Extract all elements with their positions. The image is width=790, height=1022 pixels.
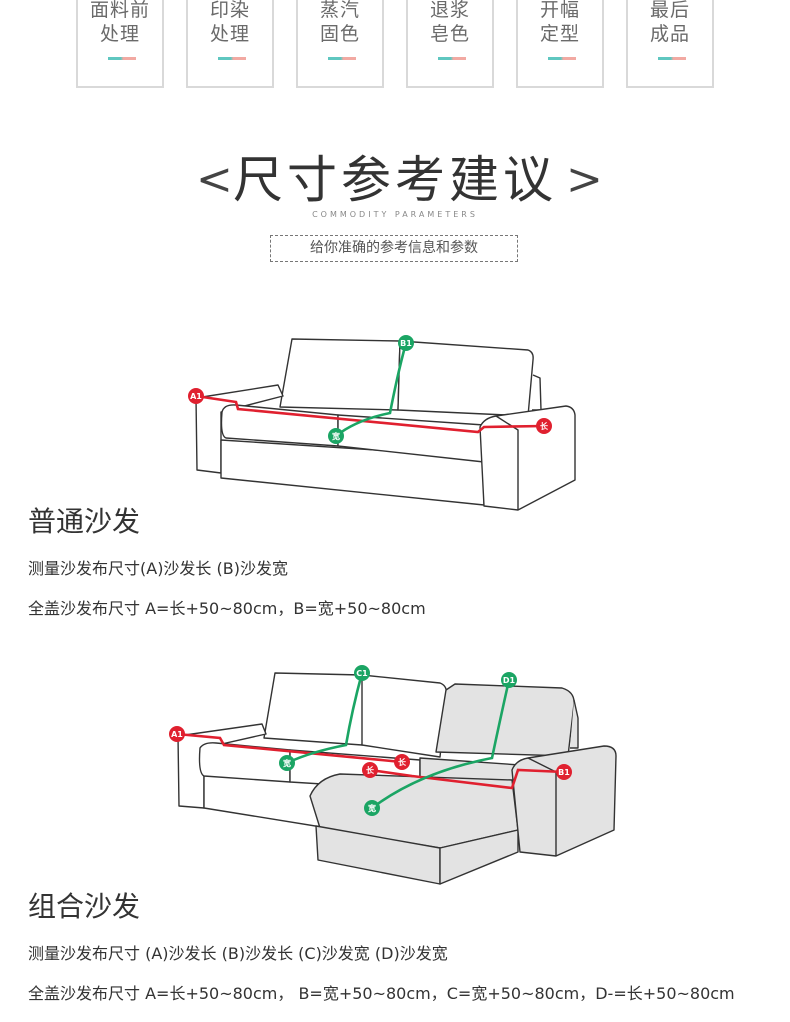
svg-text:宽: 宽 — [367, 803, 376, 813]
marker-length: 长 — [536, 418, 552, 434]
card-divider — [658, 57, 686, 60]
svg-text:A1: A1 — [171, 730, 183, 739]
marker-c1: C1 — [354, 665, 370, 681]
svg-text:A1: A1 — [190, 392, 202, 401]
combo-sofa-title: 组合沙发 — [28, 890, 141, 923]
process-card: 面料前处理 — [76, 0, 164, 88]
marker-d1: D1 — [501, 672, 517, 688]
process-card: 退浆皂色 — [406, 0, 494, 88]
process-card: 开幅定型 — [516, 0, 604, 88]
svg-text:B1: B1 — [558, 768, 570, 777]
svg-text:长: 长 — [540, 421, 549, 431]
normal-sofa-measure: 测量沙发布尺寸(A)沙发长 (B)沙发宽 — [28, 559, 288, 578]
normal-sofa-illustration: A1 B1 长 宽 — [188, 335, 576, 511]
process-steps: 面料前处理 印染处理 蒸汽固色 退浆皂色 开幅定型 最后成品 — [0, 0, 790, 90]
section-heading: < 尺寸参考建议 > COMMODITY PARAMETERS — [0, 148, 790, 219]
section-tagline: 给你准确的参考信息和参数 — [270, 235, 518, 262]
svg-text:宽: 宽 — [282, 758, 291, 768]
marker-length: 长 — [394, 754, 410, 770]
combo-sofa-illustration: A1 B1 C1 D1 长 长 宽 宽 — [169, 665, 617, 885]
marker-a1: A1 — [169, 726, 185, 742]
svg-text:D1: D1 — [503, 676, 516, 685]
card-divider — [218, 57, 246, 60]
process-card-label: 面料前处理 — [89, 0, 150, 45]
marker-length: 长 — [362, 762, 378, 778]
card-divider — [108, 57, 136, 60]
process-card: 最后成品 — [626, 0, 714, 88]
marker-b1: B1 — [398, 335, 414, 351]
process-card-label: 退浆皂色 — [429, 0, 470, 45]
marker-width: 宽 — [364, 800, 380, 816]
section-title: 尺寸参考建议 — [233, 151, 557, 209]
right-bracket-icon: > — [566, 154, 603, 205]
section-subtitle: COMMODITY PARAMETERS — [312, 210, 478, 219]
card-divider — [438, 57, 466, 60]
svg-text:长: 长 — [398, 757, 407, 767]
process-card: 印染处理 — [186, 0, 274, 88]
combo-sofa-formula: 全盖沙发布尺寸 A=长+50~80cm， B=宽+50~80cm，C=宽+50~… — [28, 984, 735, 1003]
svg-text:B1: B1 — [400, 339, 412, 348]
card-divider — [548, 57, 576, 60]
svg-text:宽: 宽 — [331, 431, 340, 441]
normal-sofa-title: 普通沙发 — [28, 505, 141, 538]
process-card-label: 开幅定型 — [539, 0, 580, 45]
process-card: 蒸汽固色 — [296, 0, 384, 88]
process-card-label: 蒸汽固色 — [319, 0, 360, 45]
marker-width: 宽 — [328, 428, 344, 444]
normal-sofa-formula: 全盖沙发布尺寸 A=长+50~80cm，B=宽+50~80cm — [28, 599, 426, 618]
left-bracket-icon: < — [196, 154, 233, 205]
svg-text:长: 长 — [366, 765, 375, 775]
marker-width: 宽 — [279, 755, 295, 771]
marker-b1: B1 — [556, 764, 572, 780]
marker-a1: A1 — [188, 388, 204, 404]
combo-sofa-measure: 测量沙发布尺寸 (A)沙发长 (B)沙发长 (C)沙发宽 (D)沙发宽 — [28, 944, 448, 963]
card-divider — [328, 57, 356, 60]
svg-text:C1: C1 — [356, 669, 368, 678]
process-card-label: 印染处理 — [209, 0, 250, 45]
process-card-label: 最后成品 — [649, 0, 690, 45]
